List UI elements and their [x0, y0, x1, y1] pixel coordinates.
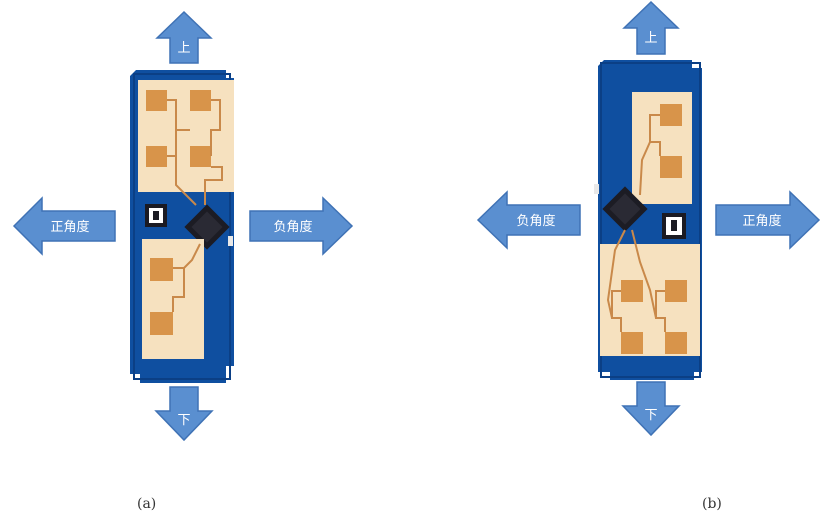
down-arrow-label: 下 [644, 408, 657, 423]
antenna-array-bottom [142, 239, 204, 359]
antenna-patch [190, 90, 211, 111]
down-arrow-icon: 下 [154, 386, 214, 442]
up-arrow-label: 上 [177, 41, 190, 56]
antenna-patch [146, 146, 167, 167]
antenna-patch [665, 280, 687, 302]
component-chip-b [662, 213, 686, 239]
up-arrow-icon: 上 [155, 10, 213, 64]
panel-b: 上 负角度 正角度 下 [476, 0, 821, 437]
antenna-patch [150, 258, 173, 281]
radar-chip-b [602, 186, 648, 232]
caption-b: (b) [702, 496, 722, 512]
radar-board-b [594, 60, 702, 380]
antenna-patch [146, 90, 167, 111]
antenna-array-top [138, 80, 234, 206]
antenna-patch [621, 280, 643, 302]
right-arrow-label: 正角度 [742, 213, 781, 229]
resistor [228, 236, 233, 246]
down-arrow-icon: 下 [621, 381, 681, 437]
right-arrow-icon: 正角度 [715, 190, 821, 250]
antenna-patch [665, 332, 687, 354]
component-chip-a [145, 204, 167, 227]
right-arrow-icon: 负角度 [249, 196, 354, 256]
left-arrow-label: 正角度 [50, 219, 89, 235]
right-arrow-label: 负角度 [273, 219, 312, 235]
up-arrow-label: 上 [644, 31, 657, 46]
antenna-patch [621, 332, 643, 354]
panel-a: 上 正角度 负角度 下 [12, 10, 354, 442]
antenna-patch [660, 104, 682, 126]
antenna-patch [150, 312, 173, 335]
down-arrow-label: 下 [177, 413, 190, 428]
antenna-array-bottom [600, 229, 700, 356]
resistor [594, 184, 599, 194]
radar-board-a [130, 70, 234, 383]
antenna-patch [190, 146, 211, 167]
radar-chip-a [184, 204, 230, 250]
left-arrow-label: 负角度 [516, 213, 555, 229]
antenna-patch [660, 156, 682, 178]
caption-a: (a) [137, 496, 157, 512]
left-arrow-icon: 负角度 [476, 190, 581, 250]
left-arrow-icon: 正角度 [12, 196, 116, 256]
antenna-array-top [632, 92, 692, 204]
up-arrow-icon: 上 [622, 0, 680, 55]
